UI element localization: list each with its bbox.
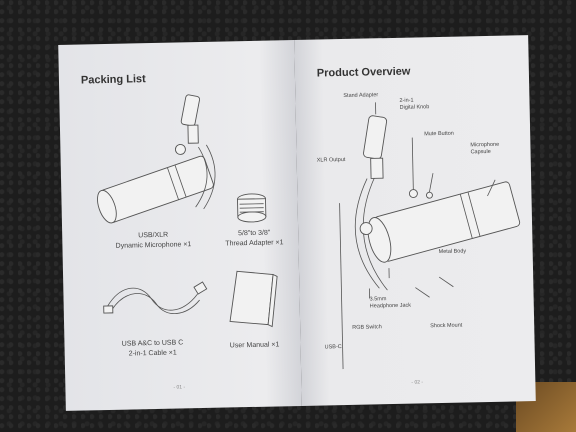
cable-illustration (103, 281, 208, 314)
callout-microphone-capsule: Microphone Capsule (470, 142, 499, 156)
thread-adapter-label-line2: Thread Adapter ×1 (225, 239, 284, 248)
callout-usb-c: USB-C (324, 344, 342, 351)
callout-headphone-jack: 3.5mm Headphone Jack (370, 296, 412, 311)
page-number: - 01 - (173, 384, 186, 391)
callout-headphone-line2: Headphone Jack (369, 302, 412, 310)
page-title: Product Overview (316, 65, 411, 80)
callout-xlr-output: XLR Output (316, 156, 346, 164)
user-manual-label: User Manual ×1 (214, 340, 294, 352)
microphone-label: USB/XLR Dynamic Microphone ×1 (98, 230, 208, 253)
product-overview-page: Product Overview (294, 35, 536, 406)
callout-rgb-switch: RGB Switch (352, 324, 382, 331)
callout-mute-button: Mute Button (424, 130, 454, 138)
callout-shock-mount: Shock Mount (430, 322, 463, 330)
callout-metal-body: Metal Body (438, 248, 467, 256)
user-manual-illustration (229, 270, 278, 328)
microphone-illustration (97, 94, 216, 224)
page-number: - 02 - (411, 379, 424, 386)
thread-adapter-label: 5/8"to 3/8" Thread Adapter ×1 (212, 228, 296, 250)
user-manual-label-line1: User Manual ×1 (229, 341, 280, 350)
callout-capsule-line2: Capsule (470, 148, 491, 156)
thread-adapter-illustration (237, 193, 267, 223)
page-title: Packing List (80, 73, 146, 87)
packing-list-page: Packing List US (58, 40, 302, 411)
cable-label-line2: 2-in-1 Cable ×1 (128, 349, 177, 358)
open-booklet: Packing List US (58, 35, 536, 411)
product-diagram (339, 102, 521, 370)
microphone-label-line2: Dynamic Microphone ×1 (115, 241, 192, 250)
callout-stand-adapter: Stand Adapter (343, 92, 379, 100)
callout-digital-knob: 2-in-1 Digital Knob (399, 97, 429, 111)
cable-label: USB A&C to USB C 2-in-1 Cable ×1 (92, 338, 212, 361)
callout-digital-knob-line2: Digital Knob (399, 104, 430, 111)
